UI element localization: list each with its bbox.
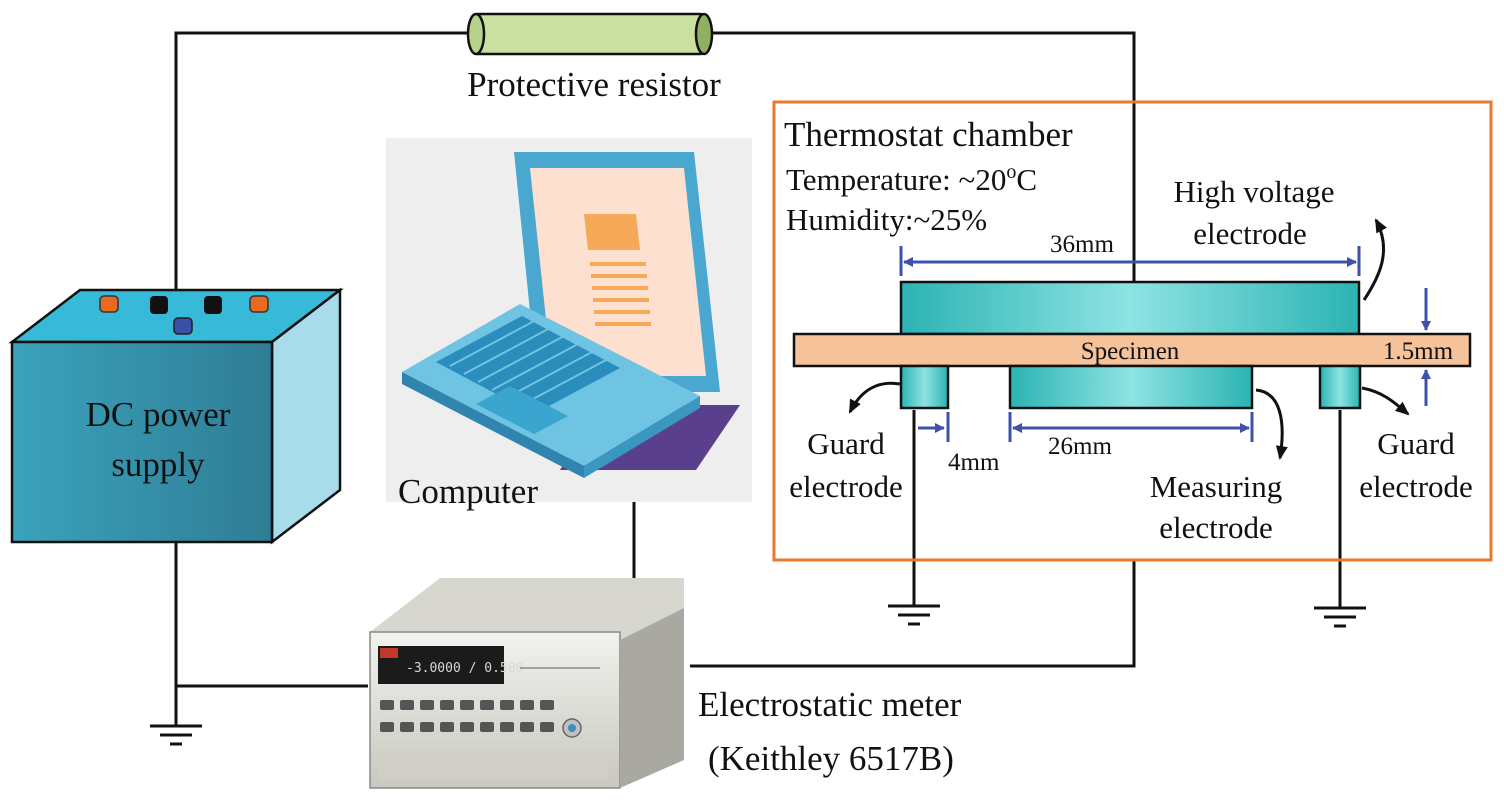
measuring-label-line1: Measuring [1150,469,1283,504]
meter-label-line1: Electrostatic meter [698,685,962,724]
ground-symbol-icon [888,604,940,626]
terminal-knobs [99,295,269,335]
hv-label-line2: electrode [1193,216,1307,251]
guard-left-label-line1: Guard [807,426,885,461]
laptop-icon [386,138,752,502]
dc-power-supply-icon [8,287,344,545]
guard-right-label-line1: Guard [1377,426,1455,461]
computer-label: Computer [398,472,538,511]
specimen [792,332,1472,368]
dimension-4mm-label: 4mm [948,449,1000,476]
electrometer-icon: -3.0000 / 0.500 [369,578,684,789]
ground-symbol-icon [1314,606,1366,628]
wire-top [174,31,1136,290]
temperature-label: Temperature: ~20oC [786,161,1037,197]
dimension-36mm [899,246,1361,276]
hv-pointer-arrow [1362,218,1387,301]
dc-label-line1: DC power [86,395,231,434]
guard-electrode-right [1318,364,1362,410]
thermostat-chamber-border [772,100,1493,562]
dc-label-line2: supply [111,445,205,484]
dimension-26mm [1008,412,1254,442]
chamber-title: Thermostat chamber [784,115,1073,154]
guard-right-pointer-arrow [1361,386,1410,416]
measuring-electrode [1008,364,1254,410]
dimension-26mm-label: 26mm [1048,433,1112,460]
guard-right-label-line2: electrode [1359,469,1473,504]
high-voltage-electrode [899,280,1361,336]
thickness-label: 1.5mm [1383,338,1454,365]
dimension-4mm [918,412,950,442]
wire-meter-to-hv [690,560,1136,668]
protective-resistor-icon [466,12,714,56]
measuring-pointer-arrow [1255,388,1288,460]
meter-label-line2: (Keithley 6517B) [708,739,954,778]
ground-symbol-icon [150,724,202,746]
guard-left-label-line2: electrode [789,469,903,504]
resistor-label: Protective resistor [467,65,721,104]
dimension-36mm-label: 36mm [1050,231,1114,258]
specimen-label: Specimen [1081,338,1180,365]
measuring-label-line2: electrode [1159,510,1273,545]
guard-left-pointer-arrow [848,381,901,414]
hv-label-line1: High voltage [1174,174,1335,209]
guard-electrode-left [899,364,950,410]
meter-display: -3.0000 / 0.500 [406,661,523,676]
humidity-label: Humidity:~25% [786,202,987,237]
